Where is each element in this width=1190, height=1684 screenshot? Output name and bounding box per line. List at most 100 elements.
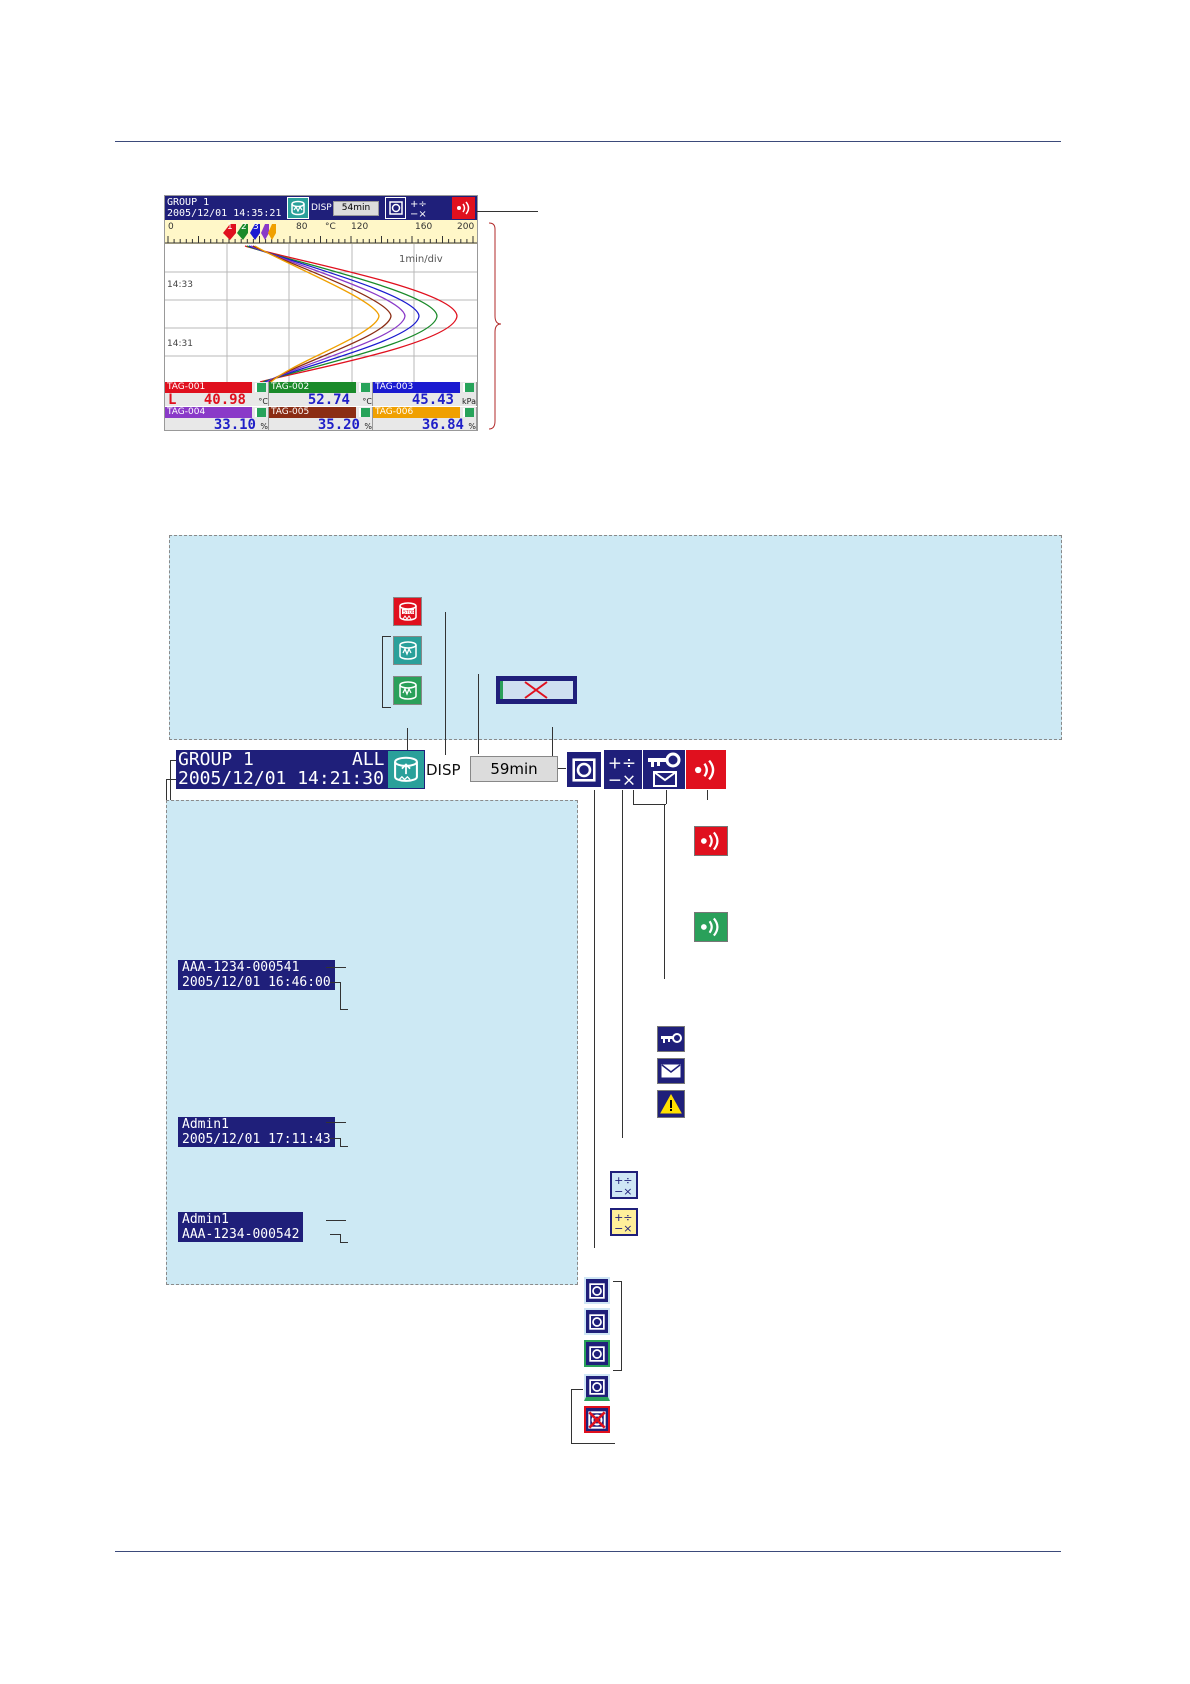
- callout-info1-b: [330, 982, 340, 983]
- channel-tag: TAG-002: [269, 382, 356, 393]
- scale-ticks-svg: [165, 224, 477, 244]
- callout-sample: [407, 728, 408, 755]
- media-busy-icon: [584, 1340, 610, 1367]
- status-datetime: 2005/12/01 14:21:30: [178, 768, 384, 789]
- channel-value: 36.84: [421, 417, 464, 431]
- date-time-panel: [166, 800, 578, 1285]
- channel-unit: %: [260, 422, 268, 431]
- channel-status-bars: [463, 383, 474, 392]
- key-icon: [657, 1026, 685, 1052]
- callout-media-loop-v: [571, 1389, 572, 1443]
- scale-tick-80: 80: [296, 222, 308, 232]
- recorder-screen: GROUP 1 2005/12/01 14:35:21 DISP 54min +…: [164, 195, 478, 431]
- svg-text:−×: −×: [614, 1185, 632, 1196]
- callout-info1-a: [326, 967, 346, 968]
- screen-group-name: GROUP 1: [167, 197, 210, 208]
- channel-unit: °C: [258, 397, 268, 406]
- channel-unit: °C: [362, 397, 372, 406]
- pointer-label-3: 3: [253, 222, 259, 232]
- callout-media-loop-bottom: [571, 1443, 615, 1444]
- memory-sample-icon: [387, 750, 425, 789]
- key-mail-icon[interactable]: [643, 750, 685, 789]
- channel-status-bars: [255, 408, 266, 417]
- callout-group-top: [170, 760, 176, 761]
- mail-icon: [657, 1058, 685, 1084]
- status-memory-remaining: 59min: [470, 756, 558, 782]
- channel-tag: TAG-004: [165, 407, 252, 418]
- media-icon: [385, 197, 406, 219]
- channel-tag: TAG-001: [165, 382, 252, 393]
- time-label-2: 14:31: [167, 339, 193, 349]
- pointer-label-1: 1: [227, 222, 233, 232]
- scale-tick-120: 120: [351, 222, 369, 232]
- info-box-3: Admin1 AAA-1234-000542: [178, 1212, 304, 1242]
- info-box-1-line2: 2005/12/01 16:46:00: [182, 975, 331, 990]
- screen-disp-label: DISP: [311, 203, 332, 213]
- callout-info3-d: [340, 1242, 348, 1243]
- callout-memory: [552, 727, 553, 767]
- trend-waveforms: [165, 244, 477, 383]
- callout-math: [622, 790, 623, 1138]
- callout-info1-c: [340, 982, 341, 1009]
- channel-unit: %: [364, 422, 372, 431]
- alarm-icon: [452, 197, 475, 219]
- channel-tag: TAG-003: [373, 382, 460, 393]
- memory-sample-icon: [287, 197, 309, 219]
- info-box-3-line2: AAA-1234-000542: [182, 1227, 300, 1242]
- pointer-label-2: 2: [241, 222, 247, 232]
- callout-date-top: [166, 779, 176, 780]
- callout-media-loop-top: [571, 1389, 583, 1390]
- warning-icon: [657, 1090, 685, 1118]
- screen-memory-text: 54min: [341, 203, 371, 213]
- svg-text:−×: −×: [410, 209, 427, 218]
- memory-stop-icon: STOP: [393, 597, 422, 626]
- info-box-2: Admin1 2005/12/01 17:11:43: [178, 1117, 335, 1147]
- math-overflow-icon: +÷−×: [610, 1208, 638, 1236]
- alarm-ack-icon: [694, 912, 728, 942]
- svg-text:−×: −×: [614, 1222, 632, 1233]
- status-group-name: GROUP 1: [178, 749, 254, 770]
- svg-text:+÷: +÷: [614, 1211, 632, 1224]
- info-box-2-line2: 2005/12/01 17:11:43: [182, 1132, 331, 1147]
- svg-text:+÷: +÷: [614, 1174, 632, 1187]
- display-area-brace: [488, 222, 502, 430]
- channel-value: 40.98: [203, 392, 246, 408]
- info-box-1-line1: AAA-1234-000541: [182, 960, 300, 975]
- channel-value: 52.74: [307, 392, 350, 408]
- callout-info3-c: [340, 1234, 341, 1242]
- math-icon[interactable]: +÷−×: [604, 750, 642, 789]
- screen-status-bar: GROUP 1 2005/12/01 14:35:21 DISP 54min +…: [165, 196, 477, 220]
- media-states-brace: [613, 1281, 622, 1371]
- alarm-on-icon: [694, 826, 728, 856]
- callout-disp: [478, 674, 479, 754]
- svg-text:+÷: +÷: [608, 753, 637, 773]
- media-icon[interactable]: [565, 750, 603, 789]
- sampling-brace: [382, 636, 391, 708]
- channel-value: 33.10: [213, 417, 256, 431]
- channel-status-bars: [463, 408, 474, 417]
- callout-info2-a: [326, 1122, 346, 1123]
- callout-date-vertical: [166, 779, 167, 814]
- callout-keymail-r: [666, 790, 667, 804]
- callout-keymail-h: [633, 804, 666, 805]
- callout-status-bar: [476, 211, 538, 212]
- status-bar-main: GROUP 1 ALL 2005/12/01 14:21:30: [176, 750, 388, 789]
- alarm-icon[interactable]: [686, 750, 726, 789]
- media-full-icon: [584, 1374, 610, 1401]
- svg-text:STOP: STOP: [403, 609, 415, 615]
- footer-rule: [115, 1551, 1061, 1552]
- time-per-div: 1min/div: [399, 254, 443, 265]
- media-access-icon: [584, 1308, 610, 1335]
- memory-sample-icon: [393, 636, 422, 665]
- callout-info2-d: [340, 1146, 348, 1147]
- channel-unit: %: [468, 422, 476, 431]
- channel-unit: kPa: [462, 397, 476, 406]
- channel-alarm-prefix: L: [168, 392, 177, 408]
- svg-text:+÷: +÷: [410, 199, 427, 210]
- callout-info1-d: [340, 1009, 348, 1010]
- callout-keymail-v: [664, 804, 665, 979]
